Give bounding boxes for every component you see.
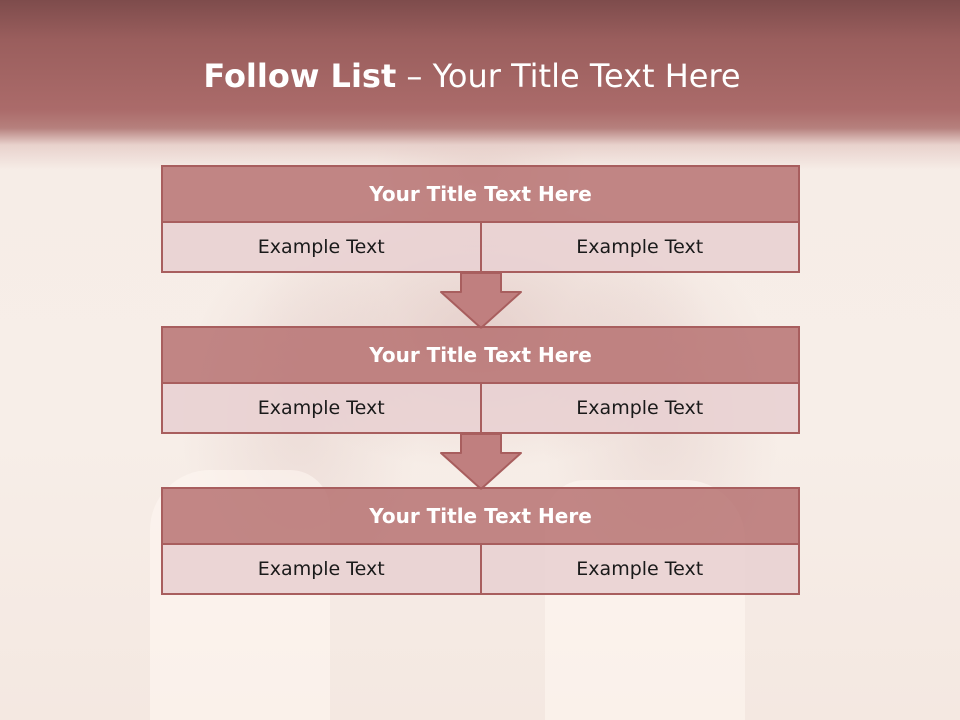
stage-cell-right: Example Text: [480, 223, 800, 273]
stage-cell-left: Example Text: [161, 223, 481, 273]
stage-3: Your Title Text Here Example Text Exampl…: [161, 487, 800, 595]
stage-title: Your Title Text Here: [161, 487, 800, 545]
down-arrow-icon: [440, 272, 522, 329]
down-arrow-icon: [440, 433, 522, 490]
slide-title-rest: – Your Title Text Here: [406, 57, 741, 95]
stage-cell-right: Example Text: [480, 384, 800, 434]
stage-row: Example Text Example Text: [161, 384, 800, 434]
stage-2: Your Title Text Here Example Text Exampl…: [161, 326, 800, 434]
slide-title: Follow List – Your Title Text Here: [0, 52, 944, 100]
stage-row: Example Text Example Text: [161, 545, 800, 595]
stage-cell-right: Example Text: [480, 545, 800, 595]
stage-1: Your Title Text Here Example Text Exampl…: [161, 165, 800, 273]
stage-cell-left: Example Text: [161, 384, 481, 434]
slide-title-strong: Follow List: [203, 57, 397, 95]
stage-cell-left: Example Text: [161, 545, 481, 595]
header-band: [0, 0, 960, 170]
stage-title: Your Title Text Here: [161, 165, 800, 223]
stage-row: Example Text Example Text: [161, 223, 800, 273]
stage-title: Your Title Text Here: [161, 326, 800, 384]
